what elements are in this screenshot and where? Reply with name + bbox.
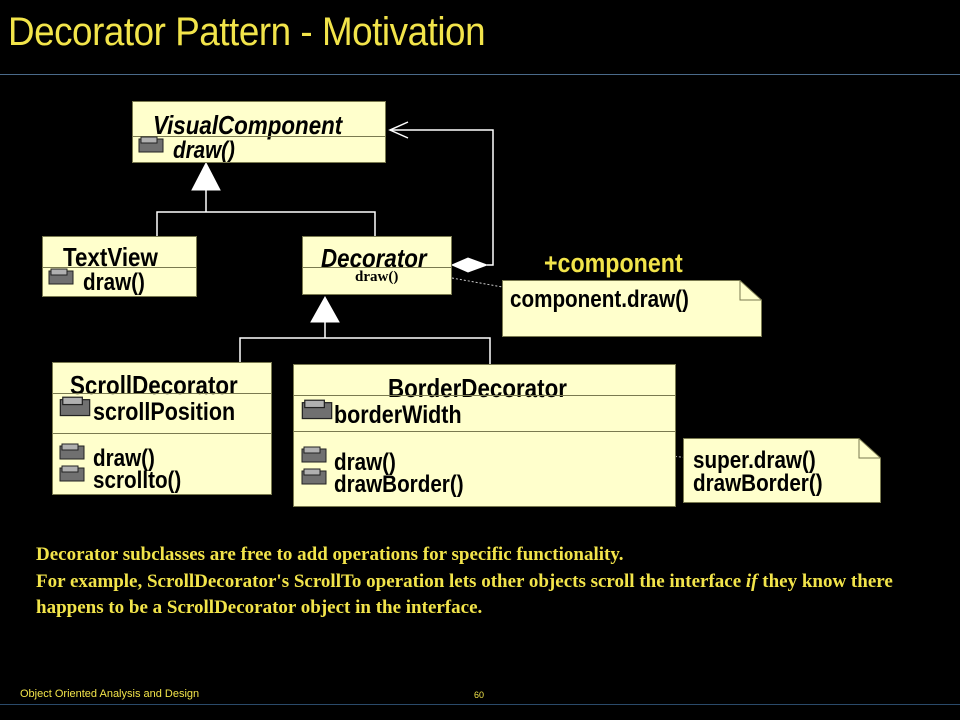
aggregation-diamond	[450, 257, 489, 273]
description-line-2-start: For example, ScrollDecorator's ScrollTo …	[36, 570, 746, 592]
operation-icon	[59, 443, 85, 460]
textview-divider	[43, 267, 196, 268]
scrolldecorator-op-scrollto: scrollto()	[93, 467, 182, 494]
visualcomponent-op: draw()	[173, 137, 235, 163]
decorator-name: Decorator	[321, 243, 427, 273]
page-number: 60	[474, 690, 485, 700]
operation-icon	[59, 465, 85, 482]
textview-name: TextView	[63, 242, 158, 272]
scrolldecorator-op-draw: draw()	[93, 445, 155, 472]
footer-divider	[0, 704, 960, 705]
visualcomponent-name: VisualComponent	[153, 110, 343, 140]
class-decorator[interactable]: Decorator draw()	[302, 236, 452, 295]
association-arrowhead	[388, 121, 409, 139]
inheritance-triangle-bottom	[310, 295, 340, 323]
scrolldecorator-name: ScrollDecorator	[70, 370, 238, 400]
description-paragraph: Decorator subclasses are free to add ope…	[36, 542, 936, 622]
note-border-line2: drawBorder()	[693, 470, 823, 497]
operation-icon	[48, 268, 74, 285]
description-line-2-end: they know there happens to be a ScrollDe…	[36, 570, 893, 619]
decorator-note-anchor	[451, 277, 509, 289]
generalization-line-bottom	[239, 337, 491, 364]
description-line-1: Decorator subclasses are free to add ope…	[36, 544, 624, 565]
operation-icon	[301, 468, 327, 485]
slide-title: Decorator Pattern - Motivation	[8, 10, 486, 54]
visualcomponent-divider	[133, 136, 385, 137]
borderdecorator-op-drawborder: drawBorder()	[334, 471, 464, 498]
class-scrolldecorator[interactable]: ScrollDecorator scrollPosition draw() sc…	[52, 362, 272, 495]
footer-text: Object Oriented Analysis and Design	[20, 688, 200, 700]
scrolldecorator-divider-1	[53, 393, 271, 394]
class-textview[interactable]: TextView draw()	[42, 236, 197, 297]
scrolldecorator-divider-2	[53, 433, 271, 434]
class-visualcomponent[interactable]: VisualComponent draw()	[132, 101, 386, 163]
note-border-line1: super.draw()	[693, 447, 816, 474]
attribute-icon	[59, 396, 91, 417]
note-shape	[502, 280, 762, 337]
operation-icon	[138, 136, 164, 153]
operation-icon	[301, 446, 327, 463]
aggregation-line	[390, 129, 494, 266]
description-line-2: For example, ScrollDecorator's ScrollTo …	[36, 569, 936, 622]
decorator-op: draw()	[355, 269, 399, 285]
scrolldecorator-attr: scrollPosition	[93, 398, 236, 426]
description-line-2-italic: if	[745, 570, 758, 592]
class-borderdecorator[interactable]: BorderDecorator borderWidth draw() drawB…	[293, 364, 676, 507]
title-divider	[0, 74, 960, 75]
note-decorator-draw[interactable]: component.draw()	[502, 280, 762, 337]
note-shape	[683, 438, 881, 503]
inheritance-triangle-top	[191, 161, 221, 191]
borderdecorator-divider-2	[294, 431, 675, 432]
association-role-label: +component	[544, 248, 683, 278]
note-decorator-text: component.draw()	[510, 286, 689, 313]
note-border-draw[interactable]: super.draw() drawBorder()	[683, 438, 881, 503]
attribute-icon	[301, 399, 333, 420]
generalization-line-top	[156, 211, 376, 236]
borderdecorator-attr: borderWidth	[334, 401, 462, 429]
borderdecorator-name: BorderDecorator	[388, 373, 567, 403]
textview-op: draw()	[83, 269, 145, 296]
borderdecorator-op-draw: draw()	[334, 449, 396, 476]
decorator-divider	[303, 267, 451, 268]
borderdecorator-divider-1	[294, 395, 675, 396]
